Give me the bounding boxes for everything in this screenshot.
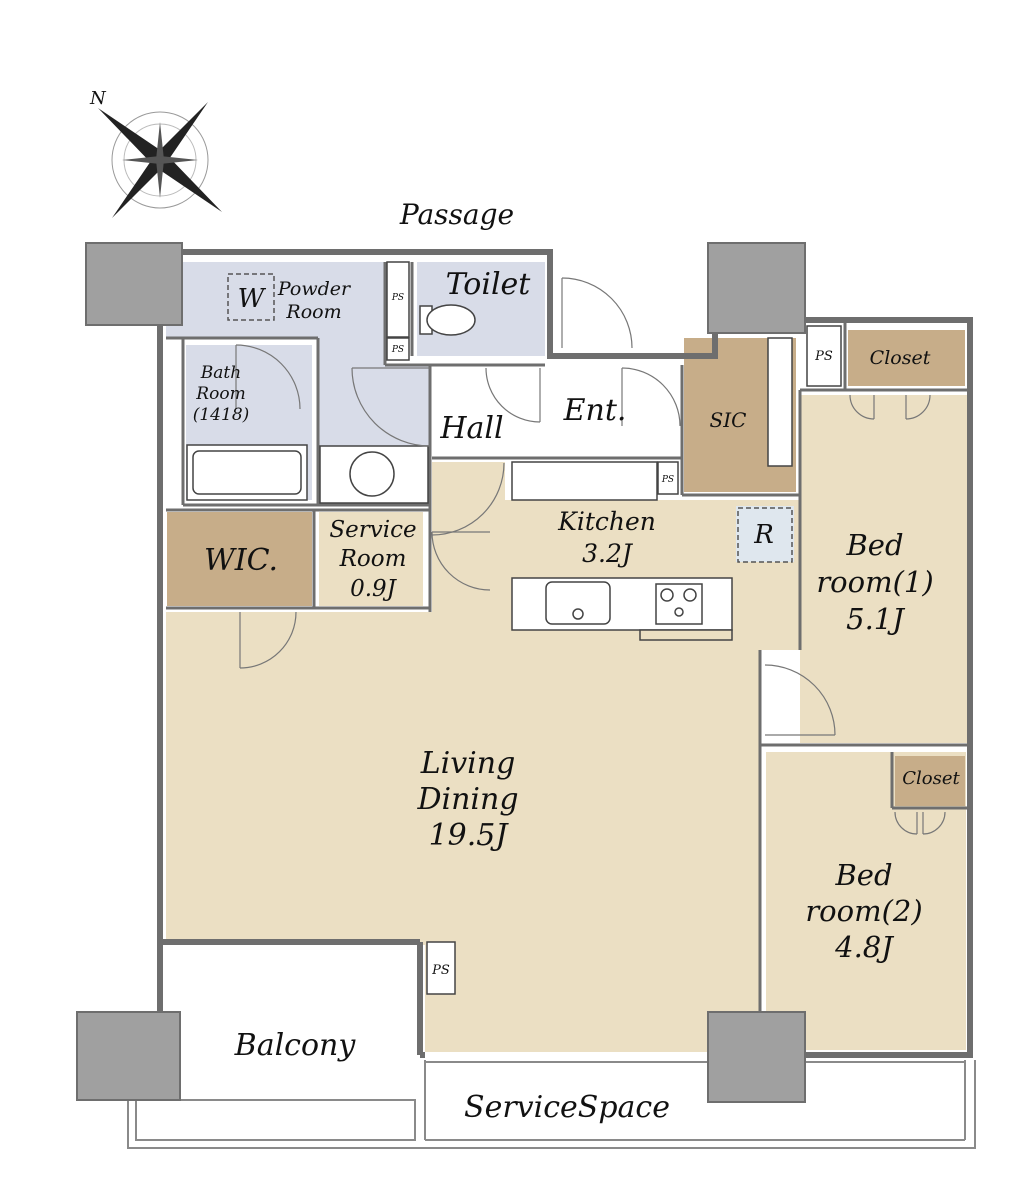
label-service-3: 0.9J [350, 576, 398, 602]
hall-floor [434, 367, 682, 455]
bedroom-1-floor [800, 395, 967, 743]
walls [157, 249, 973, 1058]
gas-stove-icon [655, 583, 703, 625]
outdoor-outline [127, 1060, 976, 1149]
wic-floor [167, 512, 312, 606]
label-bed1-1: Bed [845, 528, 903, 562]
room-labels: Passage Toilet W Powder Room Bath Room (… [193, 198, 961, 1125]
service-room-floor [319, 512, 423, 606]
label-service-2: Room [339, 546, 407, 572]
room-fills [166, 262, 967, 1052]
closet-1-floor [848, 330, 965, 386]
label-living-2: Dining [416, 782, 518, 817]
label-bath-2: Room [195, 384, 245, 404]
label-hall: Hall [439, 411, 503, 446]
closet-2-floor [895, 756, 965, 806]
appliance-markers [227, 273, 793, 563]
label-bed2-1: Bed [834, 858, 892, 892]
fridge-floor [736, 506, 794, 562]
label-fridge: R [753, 520, 774, 550]
label-ps-1: PS [391, 293, 404, 303]
label-service-space: ServiceSpace [464, 1090, 670, 1125]
column-nw [85, 242, 183, 326]
column-sw [76, 1011, 181, 1101]
powder-room-floor [166, 262, 430, 500]
door-swings [235, 277, 946, 835]
inner-walls [166, 262, 968, 1055]
label-ps-4: PS [814, 349, 833, 364]
columns [76, 242, 806, 1103]
label-living-1: Living [420, 746, 516, 781]
label-powder-1: Powder [277, 278, 352, 300]
label-closet-1: Closet [870, 347, 931, 369]
washer-spot [227, 273, 275, 321]
fixtures [186, 261, 842, 995]
label-bed1-2: room(1) [816, 565, 933, 599]
column-se [707, 1011, 806, 1103]
label-bath-3: (1418) [193, 405, 250, 425]
label-ps-3: PS [661, 475, 674, 485]
label-passage: Passage [399, 198, 514, 231]
label-powder-2: Room [285, 301, 341, 323]
fridge-spot [737, 507, 793, 563]
label-ps-5: PS [431, 963, 450, 978]
label-kitchen-1: Kitchen [557, 507, 656, 536]
compass-rose-icon: N [89, 88, 222, 218]
kitchen-sink-icon [545, 581, 611, 625]
label-bath-1: Bath [200, 363, 241, 383]
label-wic: WIC. [204, 543, 278, 578]
washbasin-icon [319, 445, 429, 504]
label-bed2-2: room(2) [805, 894, 922, 928]
compass-north-label: N [89, 88, 107, 109]
label-service-1: Service [329, 517, 416, 543]
label-ent: Ent. [563, 393, 627, 428]
label-closet-2: Closet [902, 768, 960, 789]
label-ps-2: PS [391, 345, 404, 355]
label-bed2-3: 4.8J [834, 930, 894, 964]
toilet-icon [419, 304, 476, 336]
label-washer: W [238, 284, 267, 314]
column-ne [707, 242, 806, 334]
label-sic: SIC [710, 408, 747, 432]
label-kitchen-2: 3.2J [582, 539, 634, 568]
label-bed1-3: 5.1J [846, 602, 905, 636]
label-living-3: 19.5J [429, 818, 510, 853]
bathtub-icon [186, 444, 308, 501]
label-balcony: Balcony [234, 1028, 357, 1063]
label-toilet: Toilet [446, 267, 532, 302]
